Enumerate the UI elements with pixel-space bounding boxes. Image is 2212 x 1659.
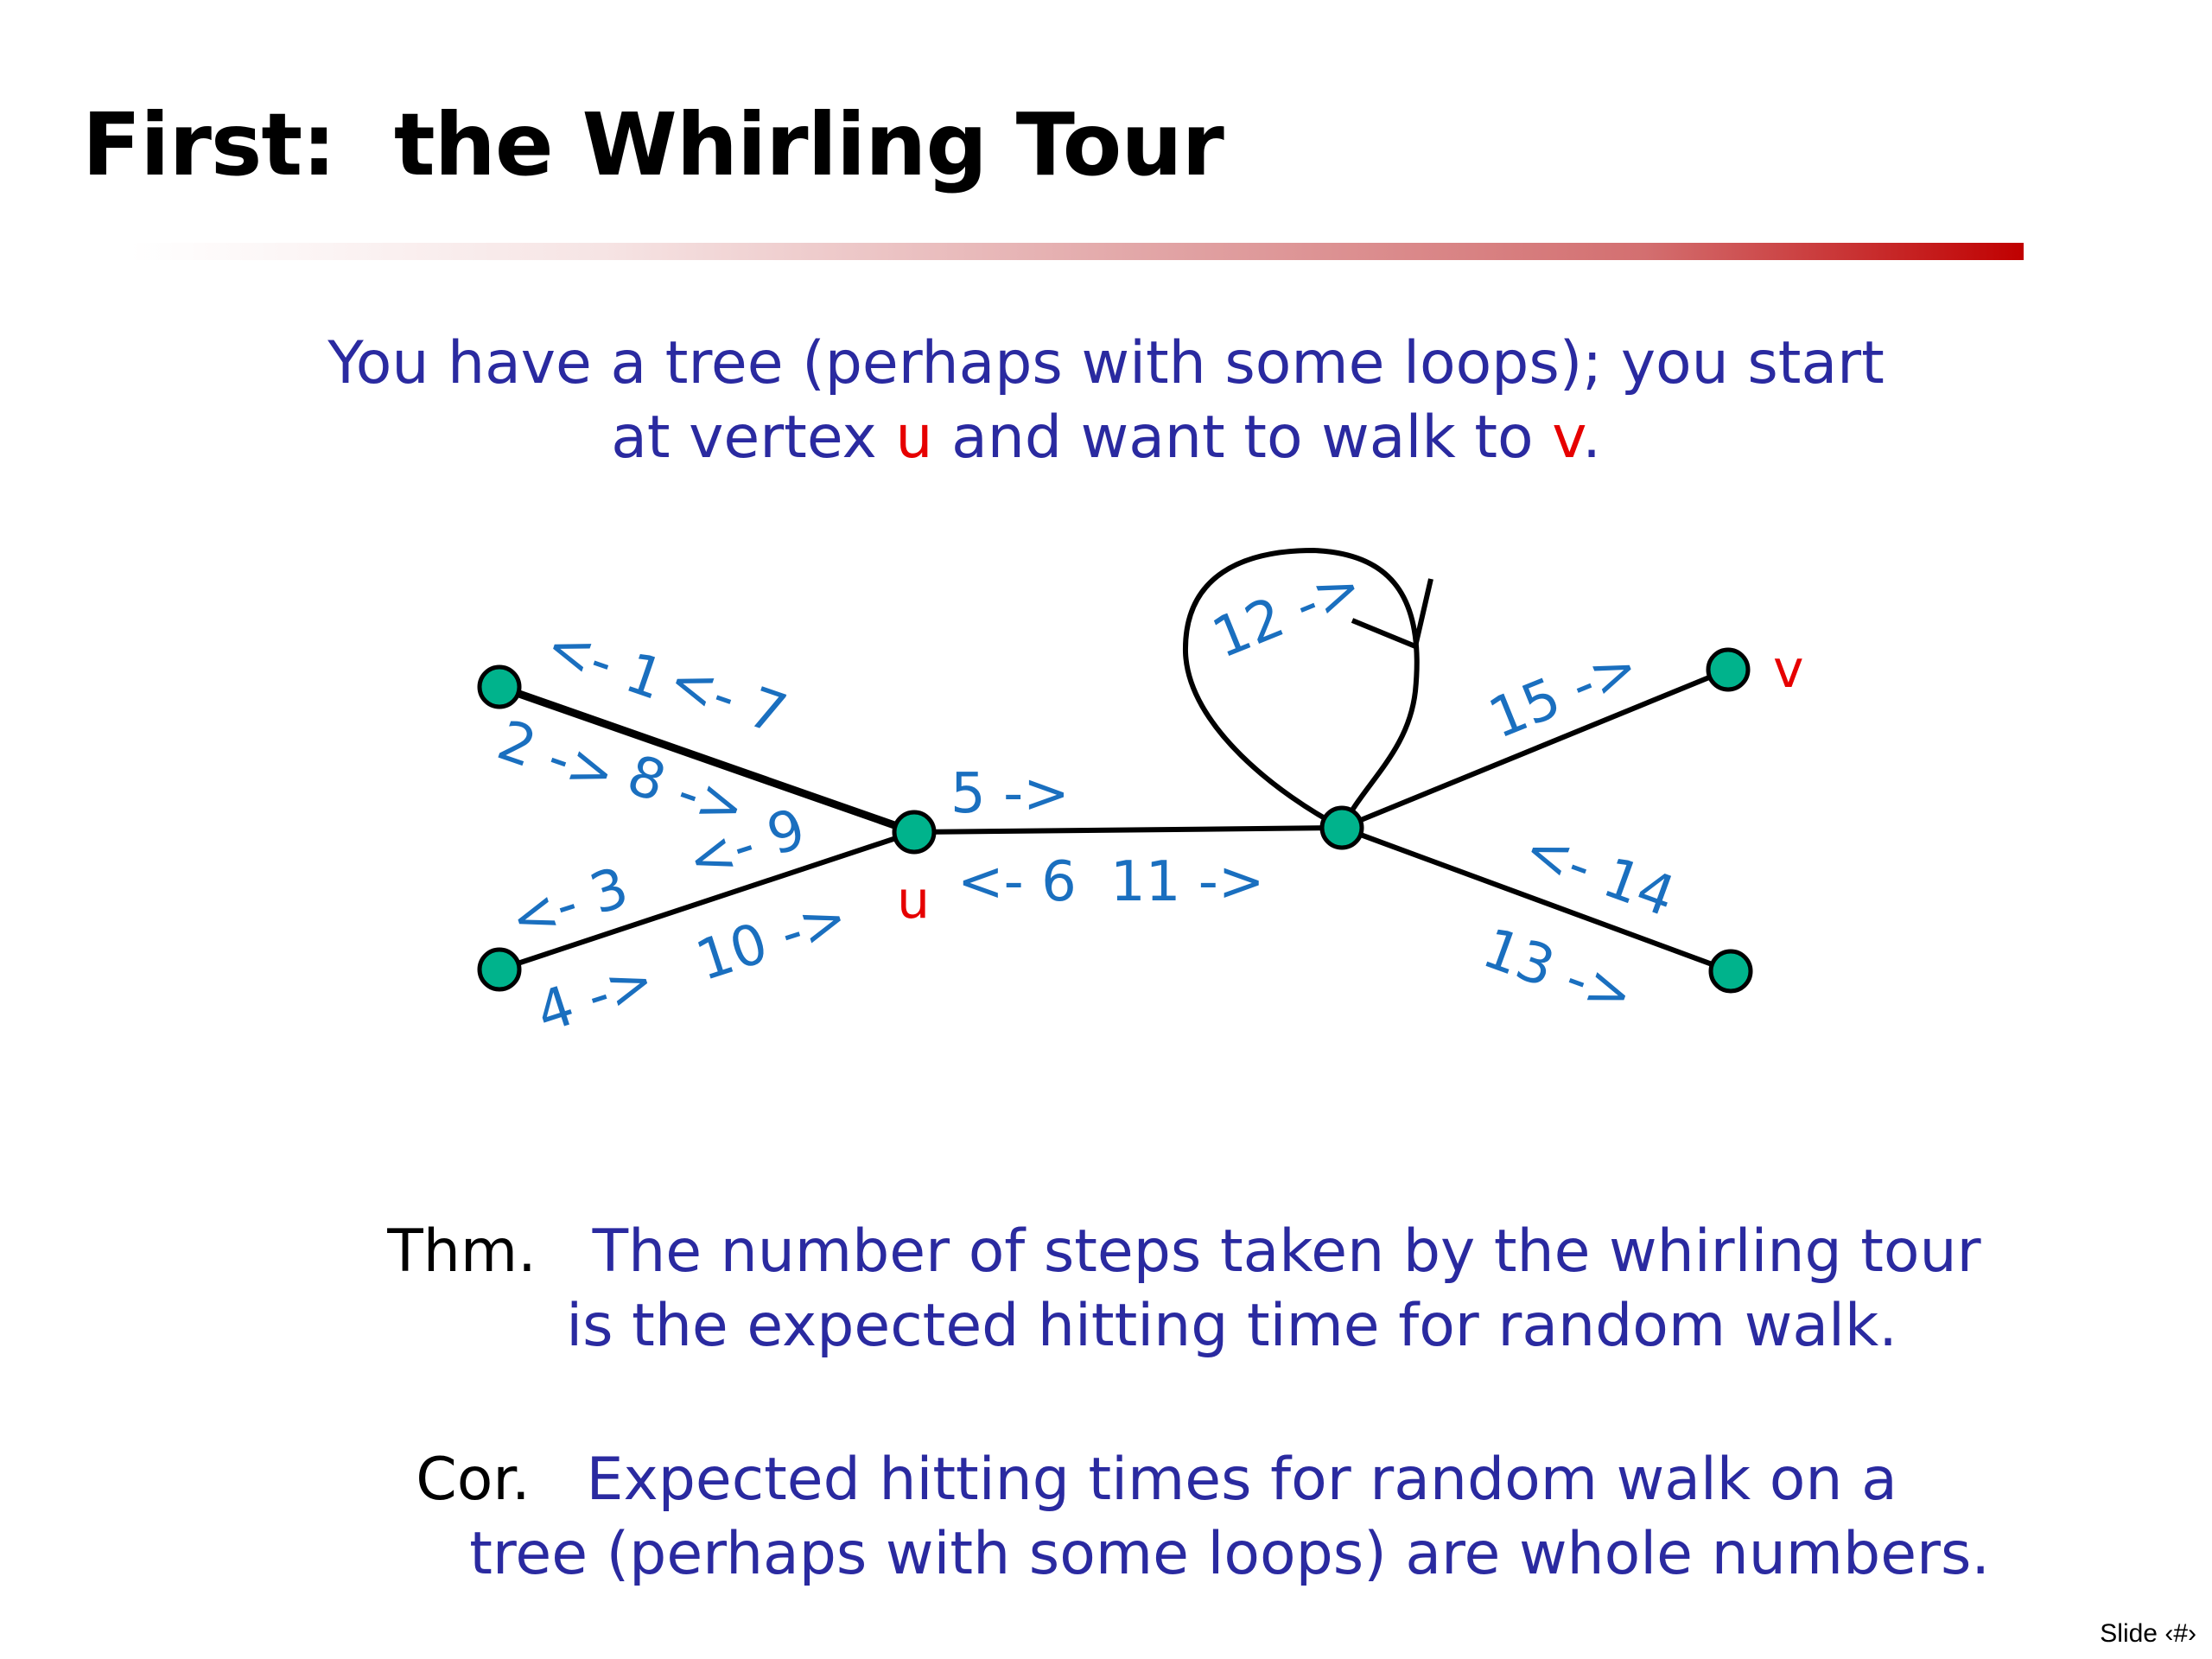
edge-label-11: 11 ->	[1110, 850, 1265, 914]
edge-label-4: 4 ->	[529, 948, 662, 1046]
intro-line-2: at vertex u and want to walk to v.	[0, 401, 2212, 475]
corollary-line-2: tree (perhaps with some loops) are whole…	[469, 1520, 1991, 1588]
intro-line-1: You have a tree (perhaps with some loops…	[327, 329, 1885, 397]
corollary-line-1: Expected hitting times for random walk o…	[586, 1446, 1897, 1514]
theorem-line-2: is the expected hitting time for random …	[566, 1292, 1897, 1360]
intro-text: You have a tree (perhaps with some loops…	[0, 327, 2212, 475]
corollary-continued: tree (perhaps with some loops) are whole…	[432, 1443, 1990, 1592]
vertex-center	[1319, 805, 1364, 850]
edge-center-v	[1340, 667, 1730, 830]
vertex-u-label: u	[897, 870, 930, 931]
edge-label-5: 5 ->	[950, 762, 1070, 826]
edge-label-12: 12 ->	[1204, 554, 1370, 671]
edge-label-7: <- 7	[661, 648, 794, 747]
edge-label-10: 10 ->	[689, 886, 855, 995]
vertex-lower-left	[477, 947, 522, 992]
edge-label-15: 15 ->	[1480, 634, 1647, 751]
edge-upper-left-u	[498, 683, 916, 836]
theorem-label: Thm.	[387, 1217, 537, 1286]
edge-lower-left-u	[499, 830, 915, 972]
vertex-upper-left	[477, 664, 522, 709]
edge-label-14: <- 14	[1516, 817, 1683, 930]
vertex-lower-right	[1708, 949, 1753, 994]
intro-line-2-start: at vertex	[611, 404, 896, 472]
title-underline	[130, 243, 2024, 260]
theorem-continued: is the expected hitting time for random …	[529, 1215, 1897, 1363]
intro-line-2-mid: and want to walk to	[932, 404, 1553, 472]
corollary: Cor. Expected hitting times for random w…	[378, 1369, 1897, 1517]
corollary-label: Cor.	[416, 1446, 531, 1514]
edge-center-lower-right	[1340, 825, 1732, 974]
slide-title: First: the Whirling Tour	[82, 94, 1224, 195]
theorem: Thm. The number of steps taken by the wh…	[350, 1141, 1981, 1289]
vertex-v-label: v	[1773, 639, 1804, 700]
edge-label-1: <- 1	[538, 613, 671, 713]
theorem-line-1: The number of steps taken by the whirlin…	[592, 1217, 1981, 1286]
edge-label-3: <- 3	[503, 855, 636, 953]
intro-vertex-v: v	[1552, 404, 1583, 472]
loop-arrowhead	[1351, 578, 1433, 651]
edge-label-13: 13 ->	[1475, 916, 1642, 1029]
self-loop	[1182, 547, 1420, 832]
vertex-v	[1706, 647, 1751, 692]
vertex-u	[892, 810, 937, 855]
intro-vertex-u: u	[895, 404, 933, 472]
edge-label-6: <- 6	[957, 850, 1077, 914]
slide-number: Slide ‹#›	[2100, 1619, 2196, 1648]
edge-u-center	[913, 825, 1343, 835]
intro-line-2-end: .	[1582, 404, 1601, 472]
